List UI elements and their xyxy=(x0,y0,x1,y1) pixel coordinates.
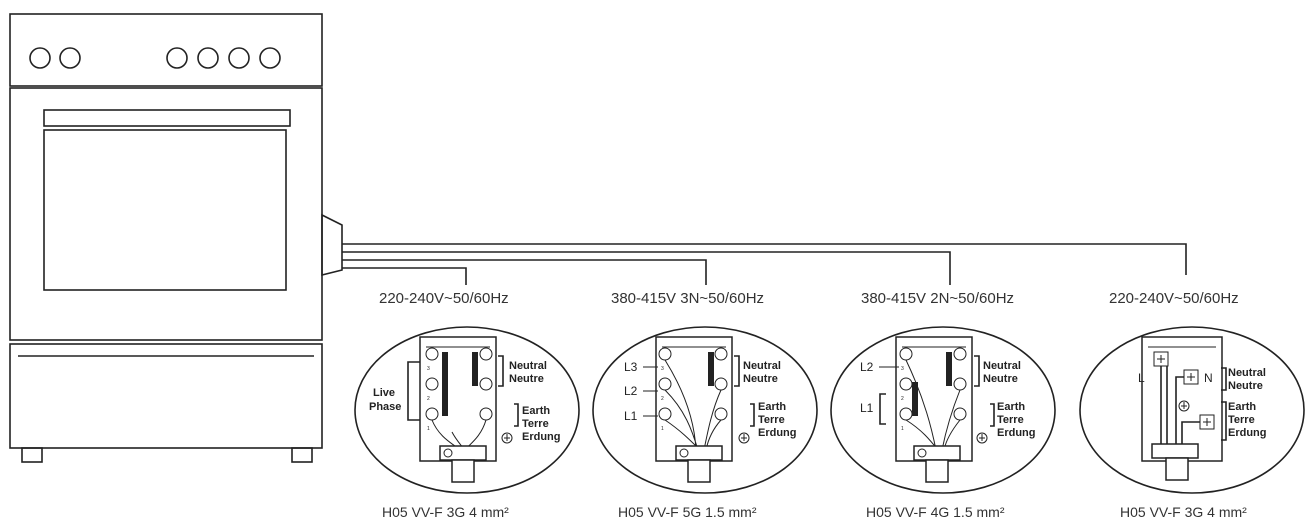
phase-label: Phase xyxy=(369,401,401,413)
wiring-option-1: 3 2 1 Live Phase Neutral Neutre Earth Te… xyxy=(354,326,580,494)
neutral-label: Neutral xyxy=(983,360,1021,372)
terminal-number: 3 xyxy=(901,366,904,372)
neutre-label: Neutre xyxy=(1228,380,1263,392)
terminal-number: 1 xyxy=(661,426,664,432)
cable-spec: H05 VV-F 5G 1.5 mm² xyxy=(618,504,757,520)
earth-label: Earth xyxy=(1228,401,1256,413)
earth-icon xyxy=(1178,400,1190,412)
earth-label: Earth xyxy=(758,401,786,413)
control-panel xyxy=(9,13,323,87)
terminal-block xyxy=(655,336,733,462)
terminal-ellipse xyxy=(354,326,580,494)
erdung-label: Erdung xyxy=(997,427,1036,439)
neutral-label: Neutral xyxy=(1228,367,1266,379)
erdung-label: Erdung xyxy=(1228,427,1267,439)
knob-icon xyxy=(228,47,250,69)
knob-icon xyxy=(197,47,219,69)
neutre-label: Neutre xyxy=(743,373,778,385)
erdung-label: Erdung xyxy=(758,427,797,439)
n-label: N xyxy=(1204,371,1213,385)
screw-icon xyxy=(425,347,439,361)
cable-spec: H05 VV-F 4G 1.5 mm² xyxy=(866,504,1005,520)
l3-label: L3 xyxy=(624,360,638,374)
terminal-number: 2 xyxy=(661,396,664,402)
screw-icon xyxy=(479,377,493,391)
screw-icon xyxy=(479,347,493,361)
l1-label: L1 xyxy=(624,409,638,423)
terminal-number: 2 xyxy=(901,396,904,402)
cable-entry xyxy=(687,459,711,483)
terminal-number: 3 xyxy=(427,366,430,372)
neutral-label: Neutral xyxy=(743,360,781,372)
wiring-option-4: L N Neutral Neutre Earth Terre Erdung xyxy=(1079,326,1305,494)
wiring-option-2: 3 2 1 L3 L2 L1 Neutral Neutre Earth Terr… xyxy=(592,326,818,494)
cable-clamp xyxy=(439,445,487,461)
cable-entry xyxy=(451,459,475,483)
terminal-number: 2 xyxy=(427,396,430,402)
neutral-label: Neutral xyxy=(509,360,547,372)
earth-label: Earth xyxy=(522,405,550,417)
bridge-link xyxy=(472,352,478,386)
terminal-number: 1 xyxy=(901,426,904,432)
voltage-label: 380-415V 3N~50/60Hz xyxy=(611,290,764,307)
terminal-ellipse xyxy=(830,326,1056,494)
supply-cables xyxy=(342,243,1187,285)
cable-entry xyxy=(925,459,949,483)
voltage-label: 380-415V 2N~50/60Hz xyxy=(861,290,1014,307)
terminal-number: 3 xyxy=(661,366,664,372)
cable-entry xyxy=(1165,457,1189,481)
terminal-connector xyxy=(321,213,343,277)
cable-clamp xyxy=(1151,443,1199,459)
bridge-link xyxy=(946,352,952,386)
knob-icon xyxy=(59,47,81,69)
bridge-link xyxy=(708,352,714,386)
terminal-block xyxy=(419,336,497,462)
voltage-label: 220-240V~50/60Hz xyxy=(1109,290,1239,307)
control-knobs xyxy=(29,47,281,69)
terre-label: Terre xyxy=(758,414,785,426)
cooker-illustration xyxy=(9,13,343,463)
cable-spec: H05 VV-F 3G 4 mm² xyxy=(1120,504,1247,520)
knob-icon xyxy=(259,47,281,69)
live-label: Live xyxy=(373,387,395,399)
cooker-foot xyxy=(21,447,43,463)
oven-handle xyxy=(43,109,291,127)
cable-clamp xyxy=(675,445,723,461)
screw-icon xyxy=(425,377,439,391)
terminal-number: 1 xyxy=(427,426,430,432)
cable-clamp xyxy=(913,445,961,461)
oven-body xyxy=(9,87,323,341)
bridge-link xyxy=(442,352,448,416)
neutre-label: Neutre xyxy=(509,373,544,385)
earth-icon xyxy=(501,432,513,444)
oven-window xyxy=(43,129,287,291)
l1-label: L1 xyxy=(860,401,874,415)
earth-icon xyxy=(738,432,750,444)
wiring-option-3: 3 2 1 L2 L1 Neutral Neutre Earth Terre E… xyxy=(830,326,1056,494)
cooker-foot xyxy=(291,447,313,463)
screw-icon xyxy=(714,347,728,361)
knob-icon xyxy=(166,47,188,69)
erdung-label: Erdung xyxy=(522,431,561,443)
screw-icon xyxy=(953,347,967,361)
l2-label: L2 xyxy=(624,384,638,398)
earth-label: Earth xyxy=(997,401,1025,413)
terre-label: Terre xyxy=(522,418,549,430)
cable-spec: H05 VV-F 3G 4 mm² xyxy=(382,504,509,520)
l-label: L xyxy=(1138,371,1145,385)
terre-label: Terre xyxy=(997,414,1024,426)
terminal-ellipse xyxy=(592,326,818,494)
storage-drawer xyxy=(9,343,323,449)
terre-label: Terre xyxy=(1228,414,1255,426)
knob-icon xyxy=(29,47,51,69)
terminal-ellipse xyxy=(1079,326,1305,494)
neutre-label: Neutre xyxy=(983,373,1018,385)
l2-label: L2 xyxy=(860,360,874,374)
voltage-label: 220-240V~50/60Hz xyxy=(379,290,509,307)
bridge-link xyxy=(912,382,918,416)
earth-icon xyxy=(976,432,988,444)
